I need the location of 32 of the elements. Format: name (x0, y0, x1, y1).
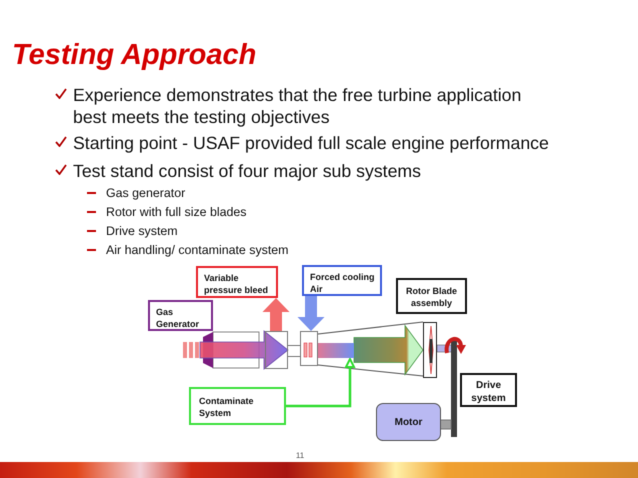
mixed-flow-bar (318, 343, 354, 358)
slide-title: Testing Approach (12, 38, 256, 72)
duct-section (265, 331, 288, 369)
page-number: 11 (294, 451, 306, 461)
callout-box (460, 373, 517, 407)
callout-box (148, 300, 213, 331)
flow-arrow (298, 296, 324, 331)
duct-section (300, 331, 318, 366)
callout-box (196, 266, 278, 298)
sub-bullet-text: Drive system (106, 223, 179, 239)
bullet-text: Starting point - USAF provided full scale engine performance (73, 132, 550, 154)
sub-bullet-text: Rotor with full size blades (106, 204, 248, 220)
flow-arrow (262, 298, 290, 331)
bullet-text: Experience demonstrates that the free turbine application best meets the testing objectives (73, 84, 522, 128)
callout-box (396, 278, 467, 314)
callout-box (189, 387, 286, 425)
sub-bullet-text: Air handling/ contaminate system (106, 242, 290, 258)
motor-label: Motor (394, 416, 422, 428)
flow-arrow (200, 330, 289, 370)
flow-arrow (354, 324, 424, 376)
sub-bullet-text: Gas generator (106, 185, 186, 201)
callout-text: Contaminate System (199, 395, 255, 419)
callout-text: Gas Generator (156, 306, 200, 330)
callout-text: Drive system (470, 379, 507, 405)
callout-text: Forced cooling Air (310, 271, 376, 295)
connector-arrow (286, 358, 355, 408)
motor-box (376, 403, 441, 441)
callout-box (302, 265, 382, 296)
connecting-tube (288, 345, 300, 357)
bullet-text: Test stand consist of four major sub systems (73, 160, 422, 182)
callout-text: Rotor Blade assembly (404, 285, 458, 309)
callout-text: Variable pressure bleed (204, 272, 270, 296)
